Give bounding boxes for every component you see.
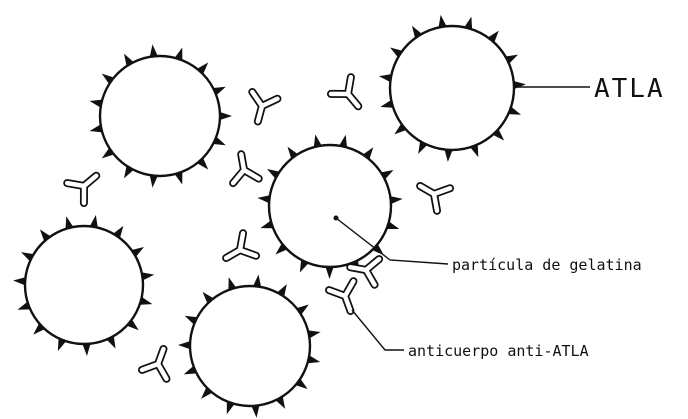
- atla-spike: [178, 341, 190, 349]
- atla-spike: [220, 112, 232, 120]
- antibody-leader-line: [352, 310, 404, 350]
- antibody-molecule: [220, 233, 256, 269]
- atla-spike: [439, 15, 447, 27]
- gelatin-particle: [100, 56, 220, 176]
- atla-label: ATLA: [594, 74, 665, 104]
- atla-spike: [464, 17, 472, 30]
- antibody-molecule: [228, 152, 258, 183]
- atla-spike: [90, 215, 98, 227]
- antibody-molecule: [329, 281, 363, 315]
- gelatin-particle: [25, 226, 143, 344]
- gelatin-particle: [190, 286, 310, 406]
- atla-spike: [379, 74, 391, 82]
- antibody-molecule: [67, 166, 104, 203]
- gelatin-particle: [269, 145, 391, 267]
- atla-spike: [140, 297, 153, 305]
- atla-spike: [308, 355, 321, 363]
- antibody-molecule: [414, 175, 450, 211]
- atla-spike: [82, 344, 90, 356]
- atla-spike: [308, 330, 321, 338]
- antibody-label: anticuerpo anti-ATLA: [408, 342, 589, 360]
- antibody-molecule: [142, 345, 176, 379]
- atla-spike: [90, 100, 103, 108]
- atla-spike: [257, 195, 269, 203]
- antibody-molecule: [331, 77, 368, 114]
- atla-spike: [445, 150, 453, 162]
- atla-spike: [142, 272, 154, 280]
- gelatin-particle: [390, 26, 514, 150]
- atla-spike: [390, 196, 402, 204]
- atla-spike: [314, 134, 322, 147]
- antibody-molecule: [245, 92, 277, 125]
- atla-spike: [90, 125, 103, 133]
- atla-spike: [251, 405, 259, 417]
- atla-spike: [150, 44, 158, 56]
- atla-spike: [380, 100, 393, 108]
- atla-spike: [150, 175, 158, 187]
- gelatin-particle-label: partícula de gelatina: [452, 256, 642, 274]
- atla-spike: [253, 275, 261, 287]
- gelatin-particle-marker: [334, 216, 339, 221]
- atla-spike: [13, 277, 25, 285]
- atla-spike: [65, 216, 73, 229]
- atla-spike: [339, 135, 347, 148]
- atla-spike: [326, 267, 334, 279]
